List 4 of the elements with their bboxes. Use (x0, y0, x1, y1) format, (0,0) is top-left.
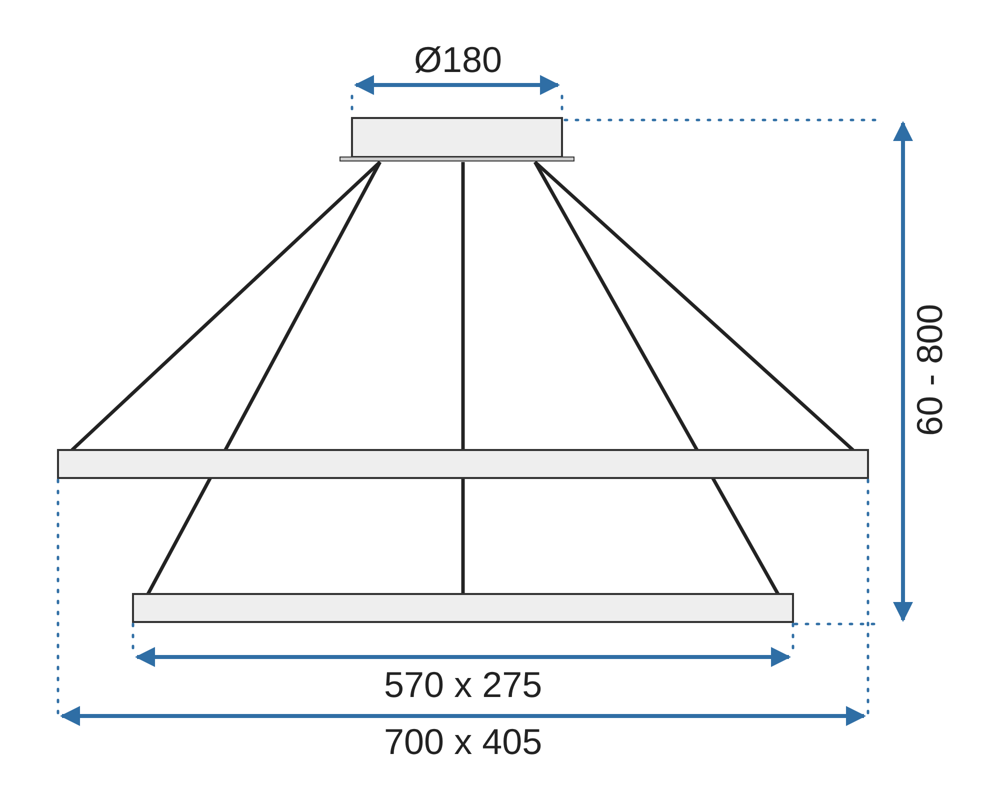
dimension-label: 700 x 405 (384, 724, 542, 760)
dimension-label: 60 - 800 (912, 304, 948, 436)
dimension-label: 570 x 275 (384, 667, 542, 703)
dimension-label: Ø180 (414, 42, 502, 78)
